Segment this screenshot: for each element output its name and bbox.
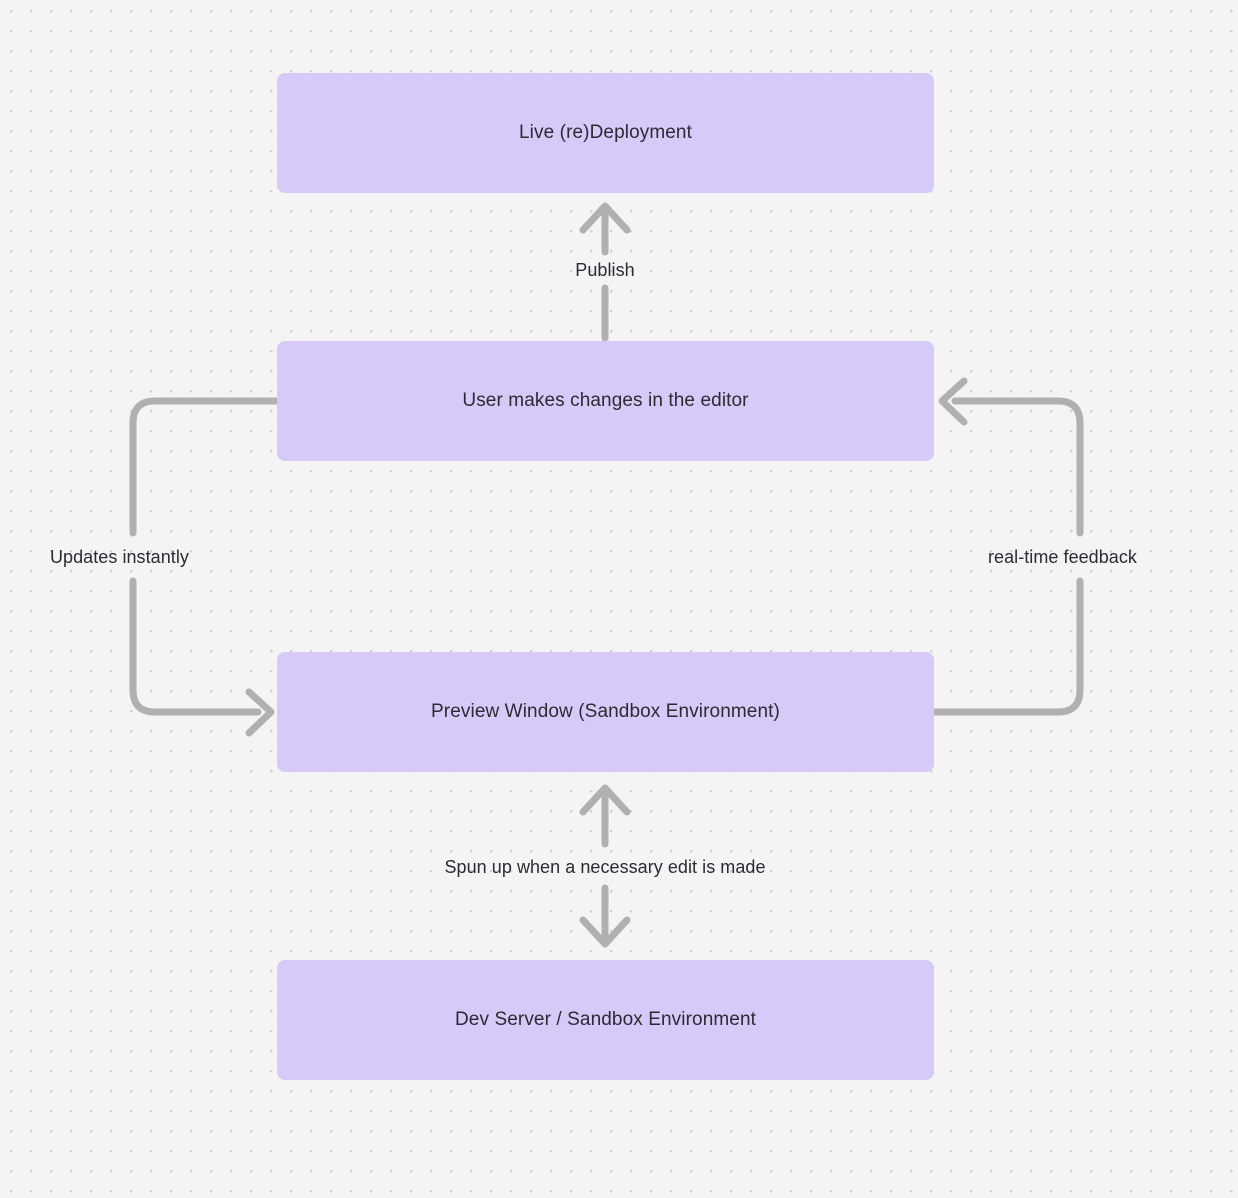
node-dev-server-label: Dev Server / Sandbox Environment — [454, 1008, 756, 1030]
node-live-deployment-label: Live (re)Deployment — [519, 121, 692, 143]
node-user-edits[interactable]: User makes changes in the editor — [277, 341, 934, 461]
edge-publish-arrowhead-up — [579, 202, 631, 234]
edge-updates-instantly-upper — [129, 397, 281, 537]
edge-updates-instantly — [129, 397, 281, 737]
edge-real-time-feedback-lower — [930, 577, 1084, 716]
edge-updates-instantly-lower — [129, 577, 262, 716]
node-user-edits-label: User makes changes in the editor — [462, 389, 749, 411]
edge-label-updates-instantly: Updates instantly — [50, 547, 189, 567]
edge-label-real-time-feedback: real-time feedback — [988, 547, 1137, 567]
edge-label-publish: Publish — [575, 260, 635, 280]
node-dev-server[interactable]: Dev Server / Sandbox Environment — [277, 960, 934, 1080]
edge-spun-up-arrowhead-down — [579, 916, 631, 948]
edge-updates-instantly-arrowhead-right — [245, 688, 275, 737]
node-preview-window-label: Preview Window (Sandbox Environment) — [431, 700, 780, 722]
edge-label-spun-up: Spun up when a necessary edit is made — [444, 857, 766, 877]
node-live-deployment[interactable]: Live (re)Deployment — [277, 73, 934, 193]
node-preview-window[interactable]: Preview Window (Sandbox Environment) — [277, 652, 934, 772]
edge-spun-up-arrowhead-up — [579, 784, 631, 816]
edge-real-time-feedback-arrowhead-left — [938, 377, 968, 426]
edge-real-time-feedback-upper — [951, 397, 1084, 537]
